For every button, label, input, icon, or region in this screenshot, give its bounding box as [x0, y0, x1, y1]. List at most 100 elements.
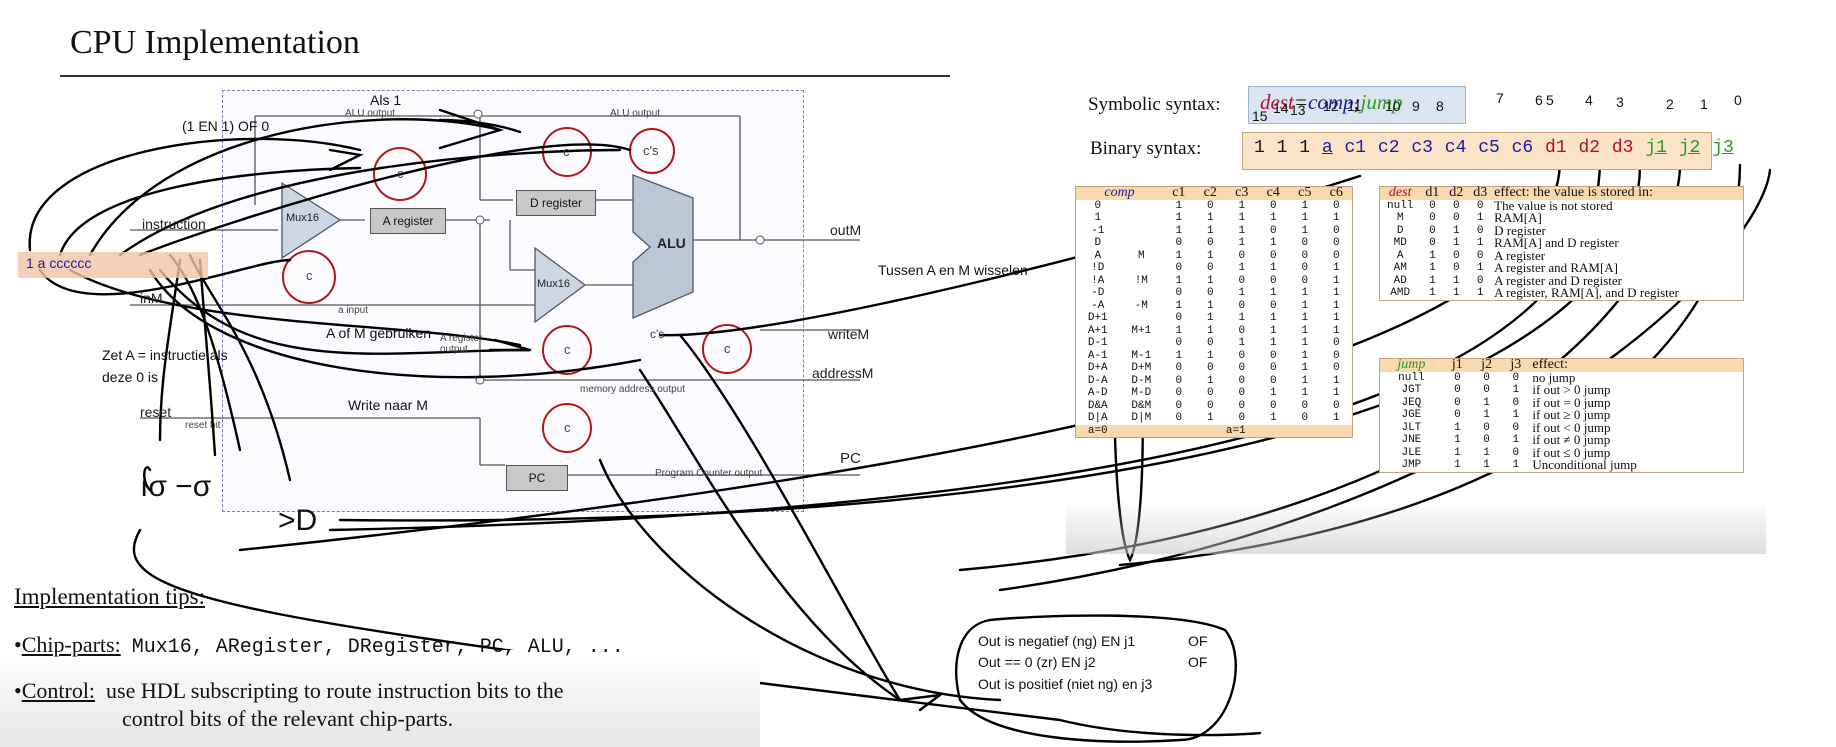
dest-cell: 0	[1476, 249, 1484, 262]
d2-header: d2	[1444, 186, 1469, 200]
tip-control: •Control: use HDL subscripting to route …	[14, 678, 564, 703]
control-cs-label: c's	[650, 327, 665, 341]
comp-cell: 1	[1175, 224, 1183, 237]
comp-cell: 0	[1175, 312, 1183, 324]
comp-cell: 1	[1269, 412, 1277, 424]
bit-2: 2	[1666, 96, 1674, 112]
jump-header: jump	[1380, 358, 1443, 372]
jump-cell: 1	[1512, 459, 1520, 471]
comp-cell: 0	[1269, 399, 1277, 412]
bit-6: 6	[1535, 92, 1543, 108]
comp-cell: 0	[1206, 337, 1214, 349]
comp-cell: 0	[1238, 324, 1246, 337]
comp-cell: D&M	[1131, 399, 1152, 412]
comp-cell: 0	[1175, 362, 1183, 374]
jump-cell: JGT	[1401, 384, 1422, 396]
tip-chip-parts: •Chip-parts: Mux16, ARegister, DRegister…	[14, 632, 624, 659]
comp-cell: -A	[1091, 299, 1105, 312]
jump-cell: JLE	[1401, 446, 1422, 459]
comp-cell: !M	[1134, 274, 1148, 287]
control-c-pc: c	[564, 420, 571, 435]
annotation-write-naar-m: Write naar M	[348, 397, 428, 413]
annotation-scribble-left: ıσ −σ	[140, 470, 212, 503]
comp-cell: 0	[1332, 362, 1340, 374]
jump-effect-header: effect:	[1530, 358, 1743, 372]
bit-9: 9	[1412, 98, 1420, 114]
jump-cell: 1	[1483, 409, 1490, 421]
j3-header: j3	[1501, 358, 1531, 372]
bin-c5: c5	[1478, 138, 1500, 158]
comp-cell: 0	[1175, 237, 1183, 249]
jump-note-line3: Out is positief (niet ng) en j3	[978, 676, 1153, 692]
dest-cell: AD	[1393, 274, 1407, 287]
comp-cell: 1	[1206, 324, 1214, 337]
comp-cell: D+1	[1087, 312, 1108, 324]
reset-bit-label: reset bit	[185, 420, 221, 431]
jump-cell: 0	[1454, 409, 1461, 421]
d3-header: d3	[1468, 186, 1493, 200]
jump-cell: 1	[1454, 434, 1461, 446]
dest-cell: AMD	[1390, 287, 1411, 299]
bin-1b: 1	[1276, 138, 1288, 158]
comp-cell: 1	[1094, 212, 1102, 224]
dest-table-frame: dest d1 d2 d3 effect: the value is store…	[1379, 186, 1744, 301]
comp-cell: 0	[1238, 412, 1246, 424]
dest-cell: 1	[1452, 237, 1460, 249]
comp-cell: 1	[1301, 199, 1309, 212]
comp-cell	[1120, 200, 1164, 213]
dest-cell: MD	[1393, 237, 1407, 249]
dest-cell: 1	[1452, 287, 1460, 299]
c4-header: c4	[1257, 186, 1289, 200]
jump-cell: 0	[1483, 371, 1490, 384]
inm-label: inM	[140, 290, 163, 306]
control-c-mux-b: c	[564, 342, 571, 357]
comp-cell: 1	[1332, 387, 1340, 399]
dest-cell: null	[1387, 199, 1414, 212]
comp-cell: 1	[1175, 199, 1183, 212]
writem-label: writeM	[828, 326, 870, 342]
comp-cell: D	[1094, 237, 1102, 249]
j2-header: j2	[1471, 358, 1502, 372]
comp-cell: 0	[1094, 199, 1102, 212]
comp-cell: 1	[1175, 349, 1183, 362]
symbolic-syntax: dest=comp;jump	[1260, 90, 1403, 115]
bit-14: 14	[1273, 100, 1289, 116]
comp-cell: 1	[1175, 274, 1183, 287]
symbolic-semicolon: ;	[1353, 90, 1361, 114]
comp-cell: 0	[1269, 274, 1277, 287]
comp-cell: 0	[1175, 412, 1183, 424]
jump-cell: JLT	[1401, 421, 1422, 434]
binary-syntax-label: Binary syntax:	[1090, 138, 1202, 159]
comp-cell: a=1	[1225, 424, 1246, 437]
bit-11: 11	[1347, 98, 1362, 114]
dest-cell: 0	[1476, 274, 1484, 287]
mux16-a-label: Mux16	[286, 212, 320, 224]
comp-cell: 1	[1301, 337, 1309, 349]
comp-cell: 0	[1301, 412, 1309, 424]
jump-cell: 0	[1483, 384, 1490, 396]
comp-cell: 0	[1238, 387, 1246, 399]
alu-label: ALU	[657, 235, 686, 251]
annotation-en-of: (1 EN 1) OF 0	[182, 118, 270, 134]
comp-cell: 0	[1332, 249, 1340, 262]
comp-cell: -D	[1091, 287, 1105, 299]
comp-cell: D+A	[1087, 362, 1108, 374]
comp-cell: 1	[1269, 212, 1277, 224]
dest-cell: A register, RAM[A], and D register	[1494, 285, 1679, 300]
bin-d2: d2	[1578, 138, 1601, 158]
bit-1: 1	[1700, 96, 1708, 112]
table-shadow	[1066, 500, 1766, 554]
dest-cell: A	[1396, 249, 1404, 262]
dest-header: dest	[1380, 186, 1421, 200]
comp-cell: 0	[1175, 287, 1183, 299]
instruction-bits-highlight	[18, 252, 208, 278]
jump-note-line1: Out is negatief (ng) EN j1	[978, 633, 1136, 649]
